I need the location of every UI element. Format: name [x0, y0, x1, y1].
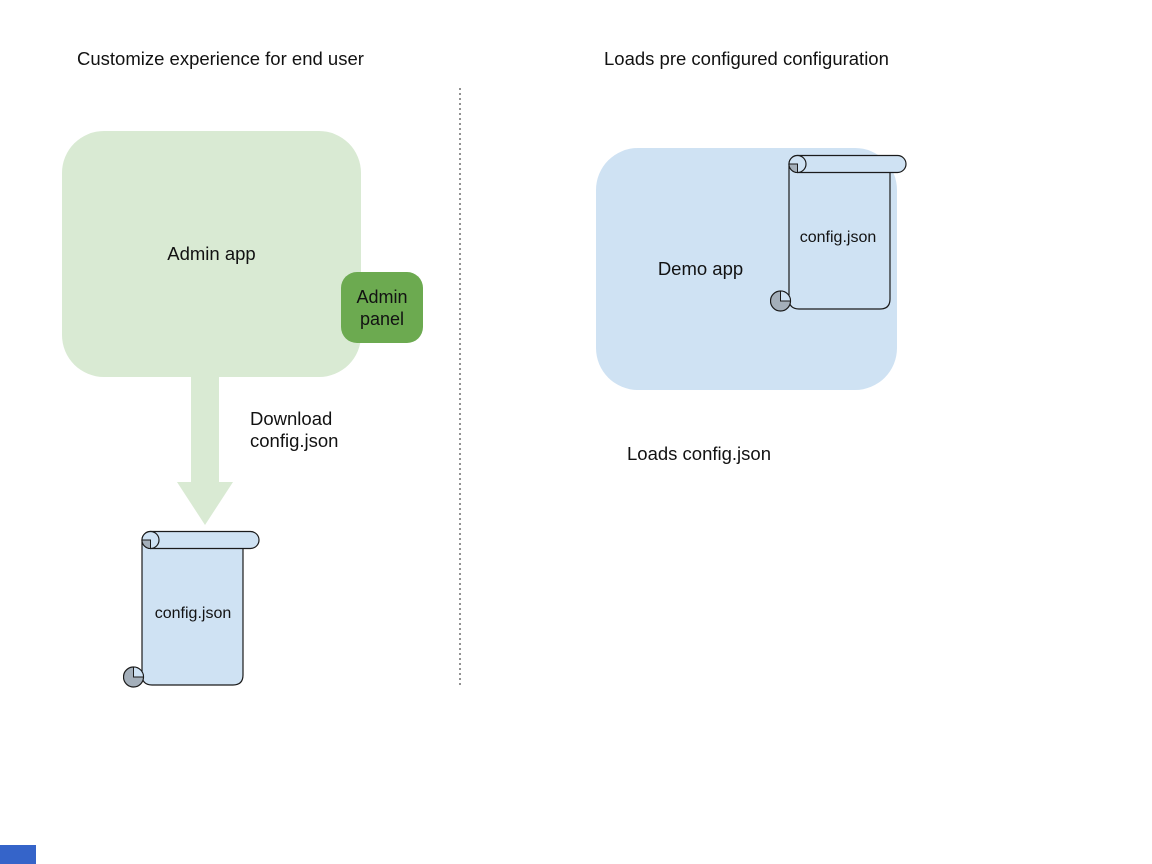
right-section-title: Loads pre configured configuration — [604, 48, 889, 69]
config-filename-left: config.json — [154, 605, 232, 622]
admin-panel-shape: Admin panel — [341, 272, 423, 343]
left-section-title: Customize experience for end user — [77, 48, 364, 69]
section-divider — [459, 88, 461, 686]
loads-caption: Loads config.json — [627, 443, 771, 464]
config-file-scroll-left — [123, 530, 260, 688]
config-filename-right: config.json — [799, 229, 877, 246]
admin-app-label: Admin app — [167, 243, 256, 264]
admin-panel-label: Admin panel — [356, 286, 408, 329]
demo-app-label: Demo app — [657, 258, 744, 279]
config-file-scroll-right — [770, 154, 907, 312]
admin-app-shape: Admin app Admin panel — [62, 131, 423, 377]
bottom-left-blue-artifact — [0, 845, 36, 864]
download-arrow-icon — [177, 377, 233, 525]
download-caption: Download config.json — [250, 408, 339, 451]
